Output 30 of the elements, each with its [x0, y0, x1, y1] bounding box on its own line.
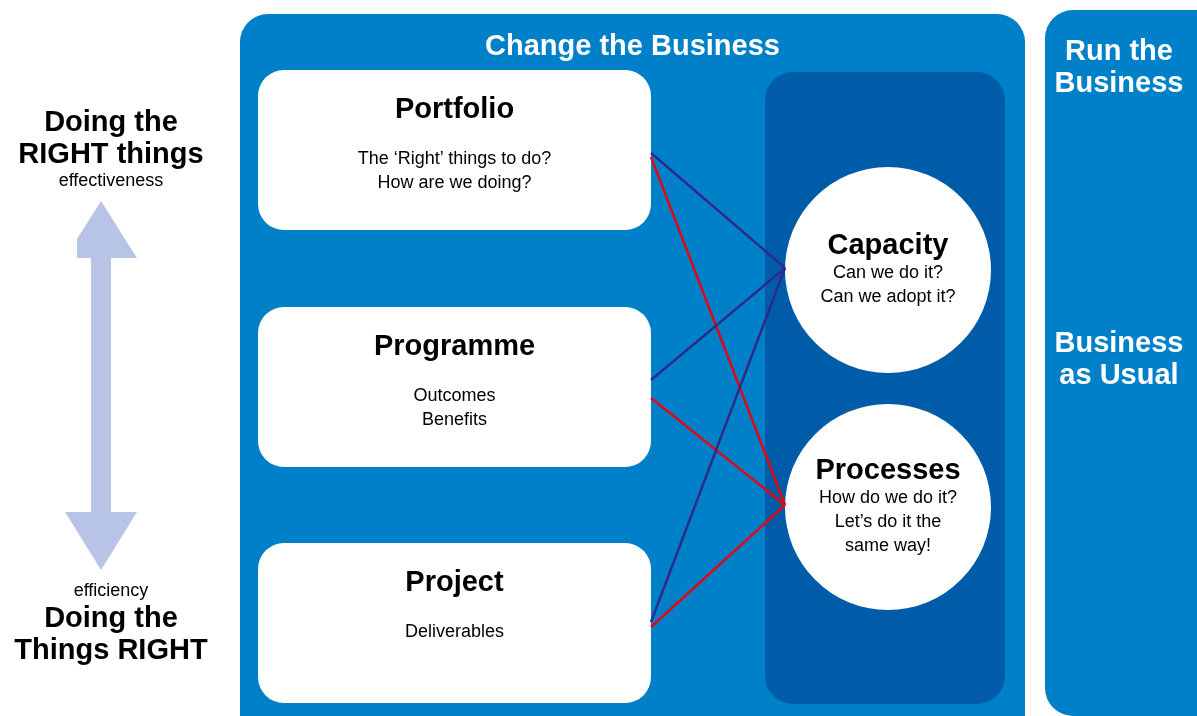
circle-text: How do we do it? Let’s do it the same way!	[817, 486, 959, 557]
card-title: Programme	[373, 328, 536, 363]
card-text: Outcomes Benefits	[412, 384, 497, 431]
card-text: The ‘Right’ things to do? How are we doing?	[356, 147, 553, 194]
panel-title: Change the Business	[484, 28, 781, 63]
card-title: Project	[405, 564, 504, 599]
heading-text: Doing the RIGHT things	[17, 105, 205, 169]
card-title: Portfolio	[394, 91, 515, 126]
connector-line	[650, 397, 786, 506]
double-arrow	[65, 201, 137, 570]
process-card	[258, 543, 651, 703]
subtitle-text: effectiveness	[58, 169, 164, 191]
circle-title: Capacity	[827, 228, 949, 260]
connector-line	[650, 267, 786, 381]
inner-panel	[765, 72, 1005, 704]
side-panel	[1045, 10, 1197, 716]
connector-line	[650, 504, 786, 628]
connector-line	[649, 156, 787, 506]
connector-line	[649, 267, 787, 623]
heading-text: Doing the Things RIGHT	[13, 601, 209, 665]
process-card	[258, 70, 651, 230]
circle-title: Processes	[815, 453, 961, 485]
panel-title: Business as Usual	[1053, 326, 1185, 390]
circle-text: Can we do it? Can we adopt it?	[819, 261, 957, 308]
process-card	[258, 307, 651, 467]
subtitle-text: efficiency	[73, 579, 149, 601]
panel	[240, 14, 1025, 716]
panel-title: Run the Business	[1053, 34, 1185, 98]
card-text: Deliverables	[403, 620, 505, 643]
connector-line	[650, 152, 786, 269]
